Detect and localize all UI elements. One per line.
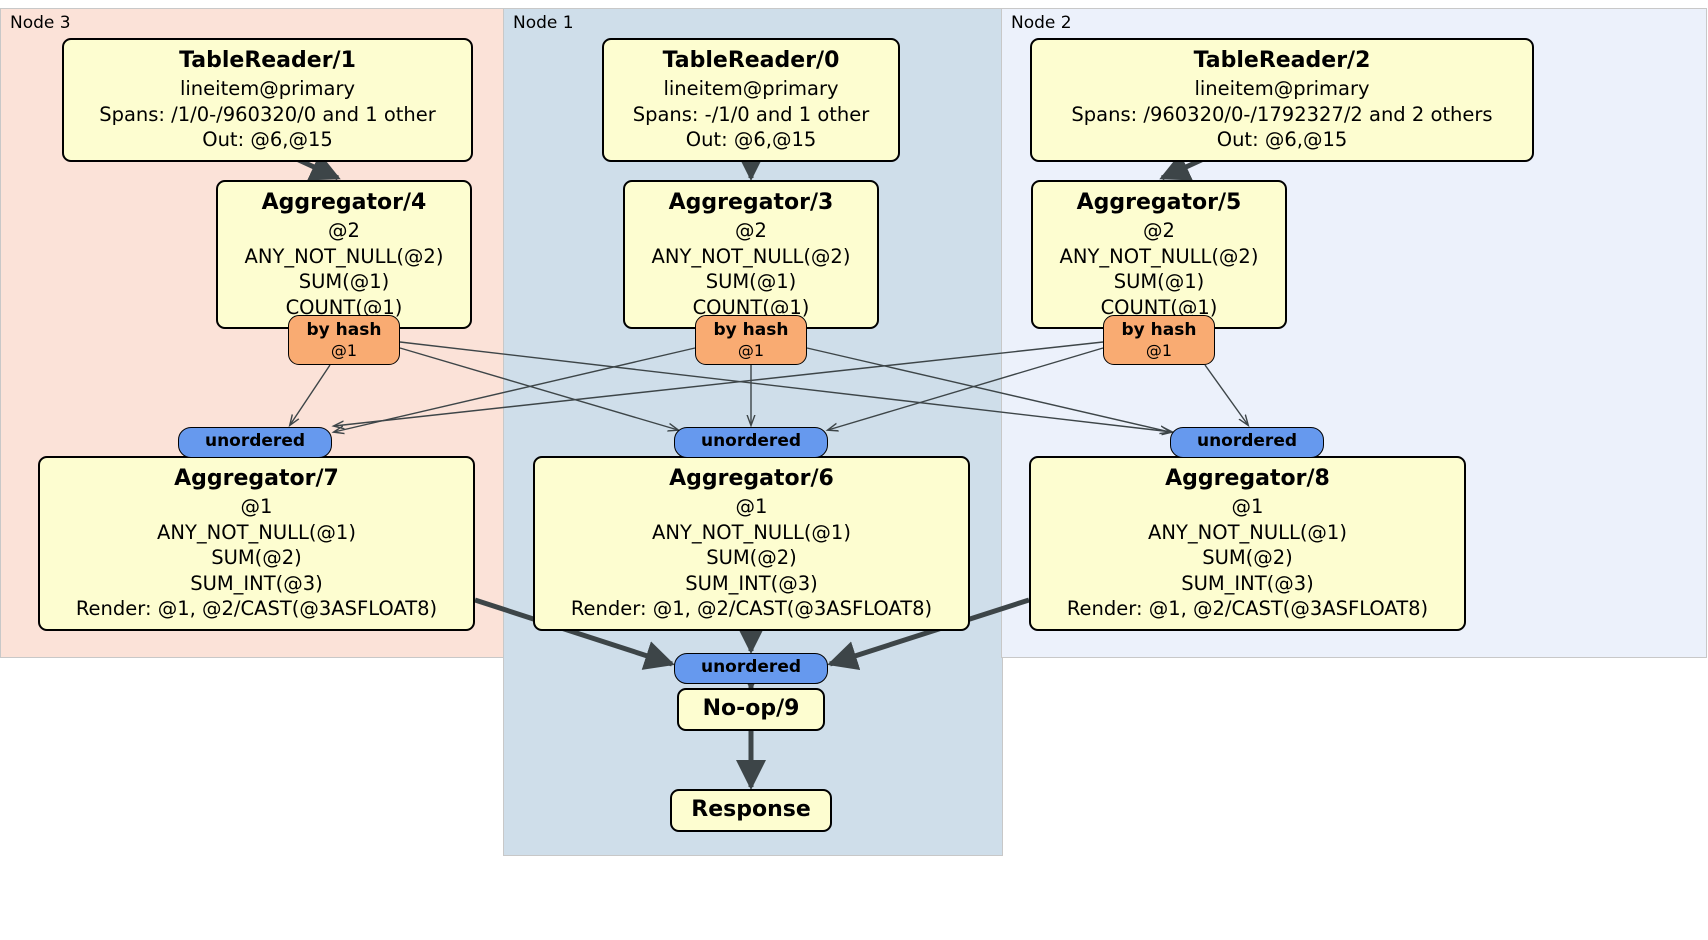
unordered-badge-7-title: unordered <box>204 431 306 451</box>
aggregator-4-line: COUNT(@1) <box>285 295 403 319</box>
aggregator-3-line: SUM(@1) <box>705 270 797 293</box>
unordered-badge-7[interactable]: unordered <box>178 427 332 458</box>
unordered-badge-9-title: unordered <box>700 657 802 677</box>
aggregator-4-line: @2 <box>328 219 360 242</box>
by-hash-badge-4[interactable]: by hash@1 <box>288 315 400 365</box>
unordered-badge-9[interactable]: unordered <box>674 653 828 684</box>
no-op-9-title: No-op/9 <box>702 696 800 721</box>
node-region-label: Node 1 <box>513 13 574 33</box>
aggregator-6-title: Aggregator/6 <box>669 466 834 491</box>
table-reader-1-title: TableReader/1 <box>179 48 356 73</box>
aggregator-8-line: ANY_NOT_NULL(@1) <box>1148 520 1347 544</box>
aggregator-8-line: SUM_INT(@3) <box>1181 571 1314 595</box>
by-hash-badge-4-sub: @1 <box>330 341 358 360</box>
node-region-label: Node 2 <box>1011 13 1072 33</box>
table-reader-1-line: Spans: /1/0-/960320/0 and 1 other <box>99 102 436 126</box>
aggregator-3-line: ANY_NOT_NULL(@2) <box>651 244 851 268</box>
unordered-badge-8[interactable]: unordered <box>1170 427 1324 458</box>
table-reader-1-line: lineitem@primary <box>179 77 356 100</box>
aggregator-8-line: Render: @1, @2/CAST(@3ASFLOAT8) <box>1066 597 1429 620</box>
aggregator-7-title: Aggregator/7 <box>174 466 339 491</box>
by-hash-badge-5-title: by hash <box>1121 320 1197 340</box>
aggregator-4-title: Aggregator/4 <box>261 190 427 215</box>
unordered-badge-6[interactable]: unordered <box>674 427 828 458</box>
table-reader-1-line: Out: @6,@15 <box>202 128 333 151</box>
by-hash-badge-3-sub: @1 <box>737 341 765 360</box>
table-reader-0-line: Spans: -/1/0 and 1 other <box>632 102 870 126</box>
aggregator-8-title: Aggregator/8 <box>1165 466 1330 491</box>
aggregator-5-line: SUM(@1) <box>1113 270 1205 293</box>
aggregator-8-line: SUM(@2) <box>1202 546 1293 569</box>
table-reader-2-line: Spans: /960320/0-/1792327/2 and 2 others <box>1071 102 1493 126</box>
response[interactable]: Response <box>670 789 832 832</box>
aggregator-6-line: SUM(@2) <box>706 546 797 569</box>
aggregator-3-line: @2 <box>735 219 767 242</box>
by-hash-badge-5-sub: @1 <box>1145 341 1173 360</box>
by-hash-badge-3-title: by hash <box>713 320 789 340</box>
aggregator-7-line: ANY_NOT_NULL(@1) <box>157 520 356 544</box>
table-reader-0-title: TableReader/0 <box>662 48 840 73</box>
aggregator-6-line: ANY_NOT_NULL(@1) <box>652 520 851 544</box>
aggregator-5-title: Aggregator/5 <box>1076 190 1242 215</box>
aggregator-4-line: SUM(@1) <box>298 270 390 293</box>
unordered-badge-6-title: unordered <box>700 431 802 451</box>
table-reader-0-line: lineitem@primary <box>663 77 839 100</box>
table-reader-2-line: lineitem@primary <box>1194 77 1370 100</box>
aggregator-7-line: SUM(@2) <box>211 546 302 569</box>
aggregator-5-line: ANY_NOT_NULL(@2) <box>1059 244 1259 268</box>
by-hash-badge-4-title: by hash <box>306 320 382 340</box>
aggregator-4-line: ANY_NOT_NULL(@2) <box>244 244 444 268</box>
unordered-badge-8-title: unordered <box>1196 431 1298 451</box>
aggregator-5-line: @2 <box>1143 219 1175 242</box>
aggregator-3-line: COUNT(@1) <box>692 295 810 319</box>
aggregator-6-line: SUM_INT(@3) <box>685 571 818 595</box>
no-op-9[interactable]: No-op/9 <box>677 688 825 731</box>
response-title: Response <box>691 797 811 822</box>
aggregator-6-line: @1 <box>735 495 768 518</box>
aggregator-7-line: SUM_INT(@3) <box>190 571 323 595</box>
by-hash-badge-3[interactable]: by hash@1 <box>695 315 807 365</box>
aggregator-6-line: Render: @1, @2/CAST(@3ASFLOAT8) <box>570 597 933 620</box>
table-reader-2-line: Out: @6,@15 <box>1216 128 1348 151</box>
aggregator-7-line: Render: @1, @2/CAST(@3ASFLOAT8) <box>75 597 438 620</box>
table-reader-0-line: Out: @6,@15 <box>685 128 817 151</box>
aggregator-7-line: @1 <box>240 495 273 518</box>
aggregator-3-title: Aggregator/3 <box>668 190 834 215</box>
aggregator-8-line: @1 <box>1231 495 1264 518</box>
by-hash-badge-5[interactable]: by hash@1 <box>1103 315 1215 365</box>
table-reader-2-title: TableReader/2 <box>1193 48 1371 73</box>
node-region-label: Node 3 <box>10 13 71 33</box>
aggregator-5-line: COUNT(@1) <box>1100 295 1218 319</box>
